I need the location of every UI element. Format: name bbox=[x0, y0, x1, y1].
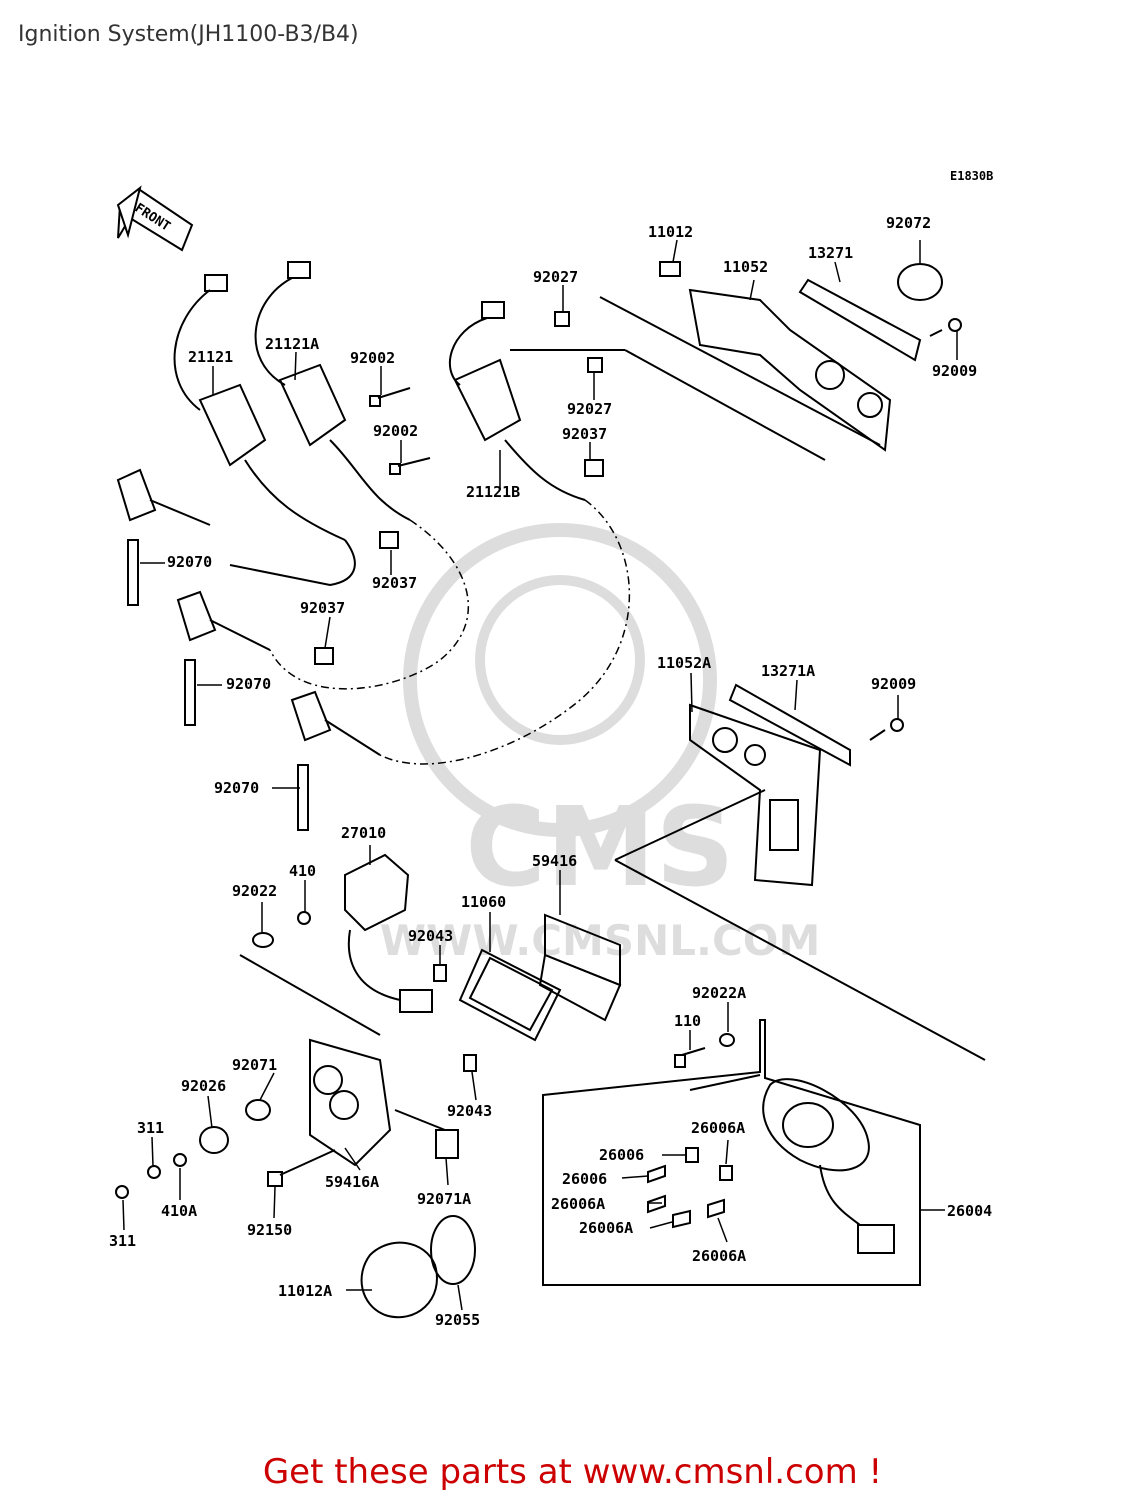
ignition-coil-2 bbox=[254, 261, 411, 521]
washer-icon bbox=[252, 932, 274, 948]
gasket bbox=[458, 948, 562, 1042]
coil-bracket bbox=[510, 278, 922, 461]
part-label: 26006 bbox=[599, 1146, 644, 1164]
dowel-icon bbox=[433, 964, 447, 982]
part-label: 26006A bbox=[551, 1195, 605, 1213]
part-label: 92150 bbox=[247, 1221, 292, 1239]
part-label: 11052A bbox=[657, 654, 711, 672]
bolt-icon bbox=[369, 387, 431, 475]
dowel-icon bbox=[463, 1054, 477, 1072]
watermark-url: WWW.CMSNL.COM bbox=[380, 916, 821, 965]
part-label: 11060 bbox=[461, 893, 506, 911]
nut-icon bbox=[115, 1153, 187, 1199]
part-label: 11012 bbox=[648, 223, 693, 241]
watermark-brand: CMS bbox=[465, 783, 734, 911]
spark-plug-2 bbox=[176, 590, 271, 726]
part-label: 92071 bbox=[232, 1056, 277, 1074]
part-label: 21121B bbox=[466, 483, 520, 501]
diagram-code: E1830B bbox=[950, 169, 993, 183]
part-label: 21121A bbox=[265, 335, 319, 353]
ignition-coil-3 bbox=[448, 301, 586, 501]
part-label: 92070 bbox=[167, 553, 212, 571]
part-label: 92072 bbox=[886, 214, 931, 232]
pickup-sensor bbox=[239, 853, 433, 1036]
part-label: 92022A bbox=[692, 984, 746, 1002]
part-label: 26006A bbox=[691, 1119, 745, 1137]
part-label: 410A bbox=[161, 1202, 197, 1220]
cover bbox=[538, 913, 622, 1022]
part-label: 11052 bbox=[723, 258, 768, 276]
part-label: 92055 bbox=[435, 1311, 480, 1329]
clamp-icon bbox=[314, 311, 604, 665]
bolt-icon bbox=[674, 1033, 735, 1068]
part-label: 92002 bbox=[350, 349, 395, 367]
part-label: 21121 bbox=[188, 348, 233, 366]
page-title: Ignition System(JH1100-B3/B4) bbox=[18, 22, 359, 47]
part-label: 92026 bbox=[181, 1077, 226, 1095]
long-bolt-icon bbox=[267, 1149, 336, 1187]
watermark: CMS WWW.CMSNL.COM bbox=[380, 523, 821, 965]
part-label: 92037 bbox=[562, 425, 607, 443]
housing bbox=[309, 1038, 446, 1167]
bolt-icon bbox=[869, 718, 904, 741]
spark-plug-3 bbox=[290, 690, 381, 831]
clamp-icon bbox=[897, 263, 943, 301]
part-label: 26006A bbox=[579, 1219, 633, 1237]
washer-icon bbox=[297, 911, 311, 925]
part-label: 92037 bbox=[372, 574, 417, 592]
stator-assembly bbox=[762, 1078, 895, 1254]
front-arrow-icon: FRONT bbox=[116, 185, 194, 252]
leader-lines bbox=[122, 239, 958, 1311]
ignition-coil-1 bbox=[173, 274, 356, 587]
part-label: 92009 bbox=[871, 675, 916, 693]
stator-kit-box bbox=[542, 1019, 921, 1286]
part-label: 92071A bbox=[417, 1190, 471, 1208]
mounting-plate bbox=[614, 683, 986, 1061]
part-label: 92002 bbox=[373, 422, 418, 440]
part-label: 59416 bbox=[532, 852, 577, 870]
part-label: 26006 bbox=[562, 1170, 607, 1188]
part-label: 13271 bbox=[808, 244, 853, 262]
part-label: 92043 bbox=[408, 927, 453, 945]
part-label: 26004 bbox=[947, 1202, 992, 1220]
part-label: 92022 bbox=[232, 882, 277, 900]
oil-seal-icon bbox=[245, 1099, 271, 1121]
part-label: 59416A bbox=[325, 1173, 379, 1191]
grommet-icon bbox=[435, 1129, 459, 1159]
brush-icon bbox=[647, 1147, 733, 1229]
part-label: 13271A bbox=[761, 662, 815, 680]
spark-plug-1 bbox=[116, 468, 211, 606]
part-label: 92009 bbox=[932, 362, 977, 380]
screw-icon bbox=[659, 261, 962, 337]
o-ring-icon bbox=[430, 1215, 476, 1285]
part-label: 311 bbox=[137, 1119, 164, 1137]
part-label: 92070 bbox=[214, 779, 259, 797]
part-label: 26006A bbox=[692, 1247, 746, 1265]
oil-seal-icon bbox=[199, 1126, 229, 1154]
part-label: 311 bbox=[109, 1232, 136, 1250]
part-label: 92027 bbox=[567, 400, 612, 418]
part-label: 27010 bbox=[341, 824, 386, 842]
part-label: 92027 bbox=[533, 268, 578, 286]
part-label: 92037 bbox=[300, 599, 345, 617]
footer-link[interactable]: Get these parts at www.cmsnl.com ! bbox=[262, 1452, 883, 1492]
cover-cap bbox=[360, 1241, 438, 1319]
part-labels: 11012 11052 13271 92072 92027 92009 2112… bbox=[109, 214, 992, 1329]
part-label: 92070 bbox=[226, 675, 271, 693]
part-label: 410 bbox=[289, 862, 316, 880]
part-label: 11012A bbox=[278, 1282, 332, 1300]
part-label: 110 bbox=[674, 1012, 701, 1030]
part-label: 92043 bbox=[447, 1102, 492, 1120]
plug-lead-routing bbox=[269, 499, 631, 765]
